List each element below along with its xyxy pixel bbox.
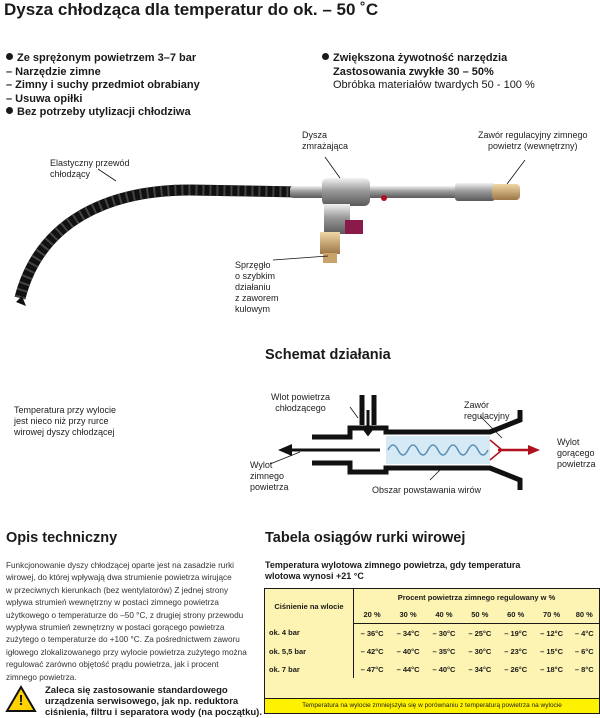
row-label: ok. 5,5 bar bbox=[265, 642, 354, 660]
table-cell: – 42°C bbox=[360, 646, 384, 656]
percent-header: 70 % bbox=[533, 605, 570, 624]
bullet-dot bbox=[6, 107, 13, 114]
table-cell: – 19°C bbox=[504, 628, 528, 638]
percent-header: 80 % bbox=[569, 605, 599, 624]
table-cell: – 36°C bbox=[360, 628, 384, 638]
table-cell: – 30°C bbox=[468, 646, 492, 656]
perf-heading: Tabela osiągów rurki wirowej bbox=[265, 530, 466, 546]
list-item: – Usuwa opiłki bbox=[6, 92, 83, 105]
table-cell: – 35°C bbox=[432, 646, 456, 656]
vortex-diagram bbox=[269, 395, 540, 490]
table-row: ok. 4 bar – 36°C – 34°C – 30°C – 25°C – … bbox=[265, 623, 599, 642]
table-cell: – 44°C bbox=[396, 664, 420, 674]
table-cell: – 30°C bbox=[432, 628, 456, 638]
percent-header: 40 % bbox=[426, 605, 462, 624]
col-percent-header: Procent powietrza zimnego regulowany w % bbox=[397, 592, 556, 602]
table-cell: – 47°C bbox=[360, 664, 384, 674]
percent-header: 60 % bbox=[497, 605, 534, 624]
vortex-tube bbox=[290, 178, 520, 263]
table-cell: – 40°C bbox=[432, 664, 456, 674]
table-cell: – 18°C bbox=[540, 664, 564, 674]
table-cell: – 40°C bbox=[396, 646, 420, 656]
table-cell: – 4°C bbox=[574, 628, 594, 638]
perf-subtitle: Temperatura wylotowa zimnego powietrza, … bbox=[265, 560, 521, 581]
label-vortex: Obszar powstawania wirów bbox=[372, 485, 482, 495]
table-cell: – 12°C bbox=[540, 628, 564, 638]
tech-description: Funkcjonowanie dyszy chłodzącej oparte j… bbox=[6, 561, 247, 682]
warning-icon: ! bbox=[5, 685, 37, 718]
table-cell: – 26°C bbox=[504, 664, 528, 674]
table-cell: – 34°C bbox=[468, 664, 492, 674]
table-row: ok. 7 bar – 47°C – 44°C – 40°C – 34°C – … bbox=[265, 660, 599, 678]
label-line bbox=[506, 159, 526, 185]
percent-header: 20 % bbox=[353, 605, 391, 624]
table-cell: – 25°C bbox=[468, 628, 492, 638]
list-item: Bez potrzeby utylizacji chłodziwa bbox=[6, 106, 266, 120]
table-cell: – 34°C bbox=[396, 628, 420, 638]
table-cell: – 15°C bbox=[540, 646, 564, 656]
page-title: Dysza chłodząca dla temperatur do ok. – … bbox=[4, 0, 379, 19]
diagram-body bbox=[278, 395, 540, 490]
list-item: Obróbka materiałów twardych 50 - 100 % bbox=[333, 79, 535, 91]
schema-heading: Schemat działania bbox=[265, 347, 391, 363]
label-line bbox=[272, 255, 329, 261]
performance-table: Ciśnienie na wlocie Procent powietrza zi… bbox=[264, 588, 600, 714]
tech-heading: Opis techniczny bbox=[6, 530, 118, 546]
list-item: Zwiększona żywotność narzędzia bbox=[322, 52, 597, 66]
col-pressure-header: Ciśnienie na wlocie bbox=[265, 589, 354, 624]
table-footnote: Temperatura na wylocie zmniejszyła się w… bbox=[265, 698, 599, 713]
row-label: ok. 7 bar bbox=[265, 660, 354, 678]
list-item: – Zimny i suchy przedmiot obrabiany bbox=[6, 79, 200, 91]
list-item: – Narzędzie zimne bbox=[6, 65, 101, 78]
bullet-dot bbox=[322, 53, 329, 60]
label-line bbox=[97, 168, 117, 182]
feature-list-right: Zwiększona żywotność narzędzia Zastosowa… bbox=[322, 52, 597, 93]
feature-list-left: Ze sprężonym powietrzem 3–7 bar – Narzęd… bbox=[6, 52, 266, 120]
table-cell: – 23°C bbox=[504, 646, 528, 656]
row-label: ok. 4 bar bbox=[265, 623, 354, 642]
label-line bbox=[324, 156, 341, 179]
table-cell: – 8°C bbox=[574, 664, 594, 674]
list-item: Zastosowania zwykłe 30 – 50% bbox=[333, 65, 494, 78]
cooling-nozzle-photo bbox=[14, 156, 526, 306]
percent-header: 50 % bbox=[461, 605, 498, 624]
table-cell: – 6°C bbox=[574, 646, 594, 656]
flexible-hose bbox=[14, 184, 301, 306]
percent-header: 30 % bbox=[390, 605, 427, 624]
table-row: ok. 5,5 bar – 42°C – 40°C – 35°C – 30°C … bbox=[265, 642, 599, 660]
bullet-dot bbox=[6, 53, 13, 60]
list-item: Ze sprężonym powietrzem 3–7 bar bbox=[6, 52, 266, 66]
